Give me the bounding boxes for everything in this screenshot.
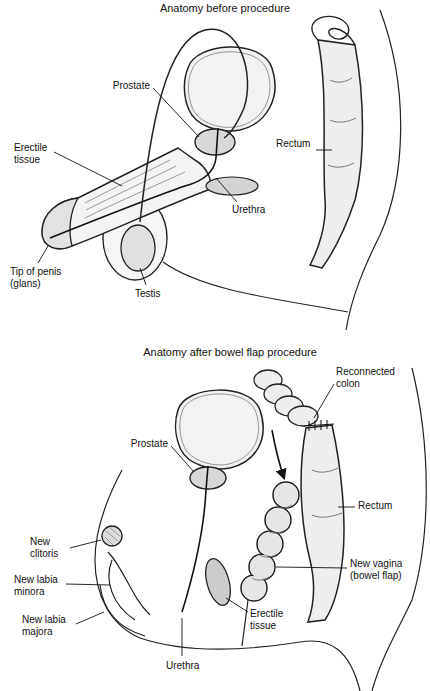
move-arrow xyxy=(272,430,284,478)
rectum-shape xyxy=(301,425,344,622)
flap-segment xyxy=(265,507,291,533)
leader-line xyxy=(140,268,146,285)
penis-shape xyxy=(42,148,210,249)
penile-bulb xyxy=(206,177,258,195)
part-label: Erectile tissue xyxy=(14,142,56,166)
panel-title: Anatomy before procedure xyxy=(125,2,325,15)
leader-line xyxy=(171,446,194,472)
part-label: Urethra xyxy=(232,204,278,216)
part-label: Prostate xyxy=(100,80,150,92)
part-label: New clitoris xyxy=(30,536,70,560)
leader-line xyxy=(76,612,104,624)
colon-segment xyxy=(288,406,318,426)
bladder-wall xyxy=(180,394,259,465)
leader-line xyxy=(276,567,347,568)
rectum-folds xyxy=(312,468,342,517)
bladder-shape xyxy=(176,390,264,469)
bladder-wall xyxy=(188,52,270,128)
part-label: Reconnected colon xyxy=(336,366,400,390)
leader-lines xyxy=(38,88,332,285)
erectile-tissue-hatch xyxy=(85,160,185,218)
glans-shape xyxy=(42,198,78,249)
leader-line xyxy=(314,384,334,418)
part-label: New vagina (bowel flap) xyxy=(350,558,412,582)
leader-line xyxy=(182,618,183,656)
clitoris-shape xyxy=(102,526,122,546)
rectum-folds xyxy=(328,78,356,167)
clitoris-hatch xyxy=(105,528,120,545)
urethra-line xyxy=(50,128,218,238)
leader-line xyxy=(38,246,48,263)
part-label: Urethra xyxy=(166,660,212,672)
part-label: Testis xyxy=(135,288,175,300)
part-label: Tip of penis (glans) xyxy=(10,266,72,290)
leader-lines xyxy=(66,384,355,656)
leader-line xyxy=(70,540,101,548)
labia-minora-folds xyxy=(108,552,150,620)
body-outline xyxy=(372,368,426,691)
flap-fill xyxy=(274,483,298,507)
part-label: Rectum xyxy=(358,500,404,512)
flap-fill xyxy=(266,508,290,532)
leader-line xyxy=(54,152,122,186)
leader-line xyxy=(316,150,332,151)
part-label: Prostate xyxy=(118,438,168,450)
flap-segment xyxy=(257,531,283,557)
panel-title: Anatomy after bowel flap procedure xyxy=(120,346,340,359)
bladder-shape xyxy=(184,47,275,131)
flap-segment xyxy=(273,482,299,508)
colon-seam xyxy=(304,420,334,431)
flap-haustra xyxy=(252,505,292,580)
leader-line xyxy=(153,88,199,137)
sigmoid-coil xyxy=(312,16,355,45)
rectum-shape xyxy=(310,40,363,268)
vas-deferens xyxy=(140,29,248,222)
leader-line xyxy=(338,507,355,508)
leader-line xyxy=(66,584,110,585)
before-panel xyxy=(38,10,401,330)
bowel-flap-outline xyxy=(241,482,299,601)
part-label: New labia majora xyxy=(22,614,74,638)
leader-line xyxy=(226,598,248,612)
perineum-outline xyxy=(163,262,348,312)
after-panel xyxy=(66,368,426,691)
part-label: Erectile tissue xyxy=(250,608,292,632)
leader-line xyxy=(216,178,237,202)
labia-majora-fold xyxy=(100,585,145,636)
bowel-flap-fill xyxy=(242,483,298,600)
testis-shape xyxy=(121,225,155,271)
flap-fill xyxy=(250,555,274,579)
part-label: New labia minora xyxy=(14,574,66,598)
part-label: Rectum xyxy=(276,138,320,150)
flap-fill xyxy=(258,532,282,556)
urethra-line xyxy=(182,466,208,612)
vaginal-canal xyxy=(242,600,248,646)
